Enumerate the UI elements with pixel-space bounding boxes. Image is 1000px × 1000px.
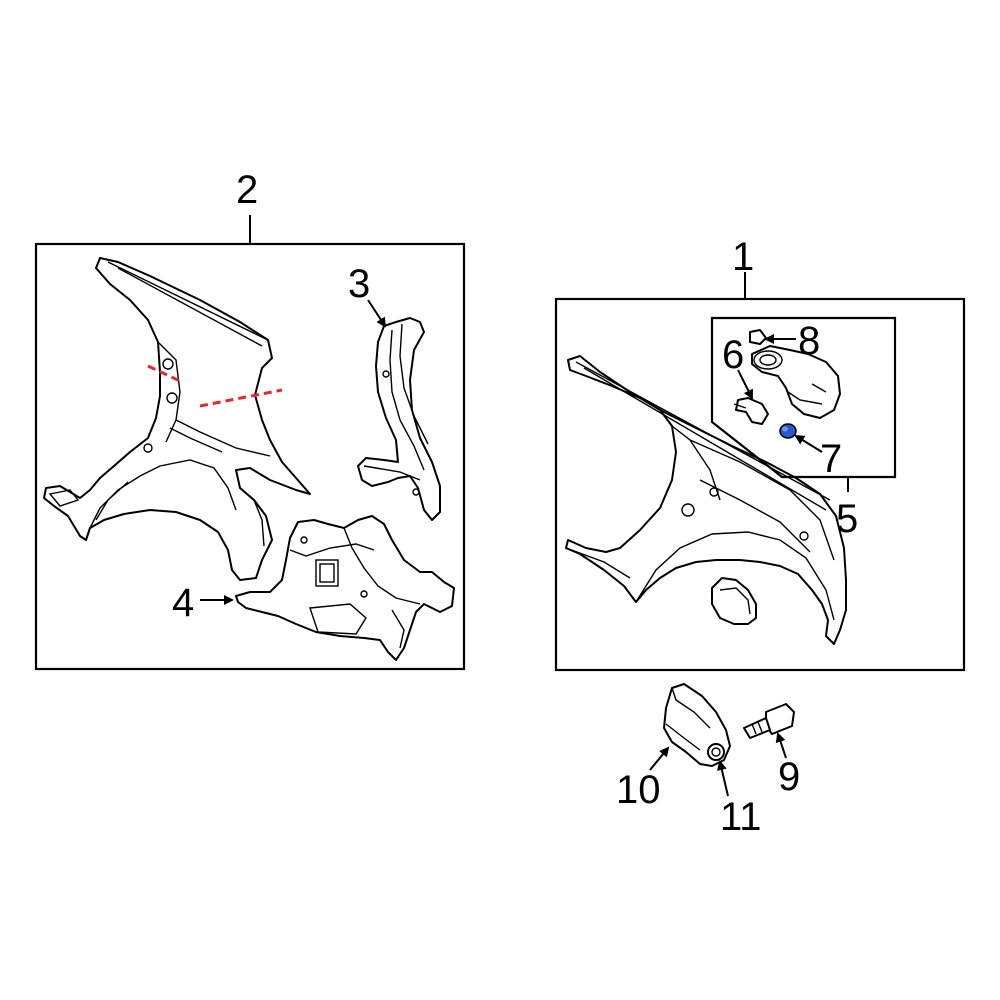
callout-6: 6	[722, 333, 744, 377]
wheelhouse-inner	[235, 515, 455, 661]
callout-3: 3	[348, 262, 370, 306]
callout-10-leader	[649, 746, 670, 771]
fuel-door-assembly	[749, 329, 841, 419]
callout-3-leader	[367, 299, 387, 328]
cut-line-upper	[147, 364, 183, 384]
callout-9-leader	[775, 732, 787, 759]
quarter-panel-outer	[43, 257, 311, 581]
callout-8: 8	[798, 319, 820, 363]
fuel-door-subframe	[710, 316, 897, 479]
fuel-door-bumper	[779, 423, 797, 439]
callout-5: 5	[836, 497, 858, 541]
callout-11: 11	[720, 795, 762, 839]
fuel-door-hinge	[733, 397, 769, 425]
callout-2: 2	[236, 168, 258, 212]
retainer-nut	[707, 743, 725, 761]
pillar-reinforcement	[357, 317, 441, 521]
callout-11-leader	[716, 760, 729, 797]
fuel-door-housing	[711, 577, 757, 625]
callout-7-leader	[794, 434, 823, 453]
cut-line-lower	[199, 388, 283, 408]
fastener-bolt	[743, 703, 795, 739]
callout-1: 1	[732, 235, 754, 279]
group-1-frame	[554, 297, 966, 672]
callout-4: 4	[172, 581, 194, 625]
callout-9: 9	[778, 755, 800, 799]
callout-7: 7	[820, 437, 842, 481]
callout-6-leader	[737, 369, 753, 400]
callout-10: 10	[616, 768, 661, 812]
